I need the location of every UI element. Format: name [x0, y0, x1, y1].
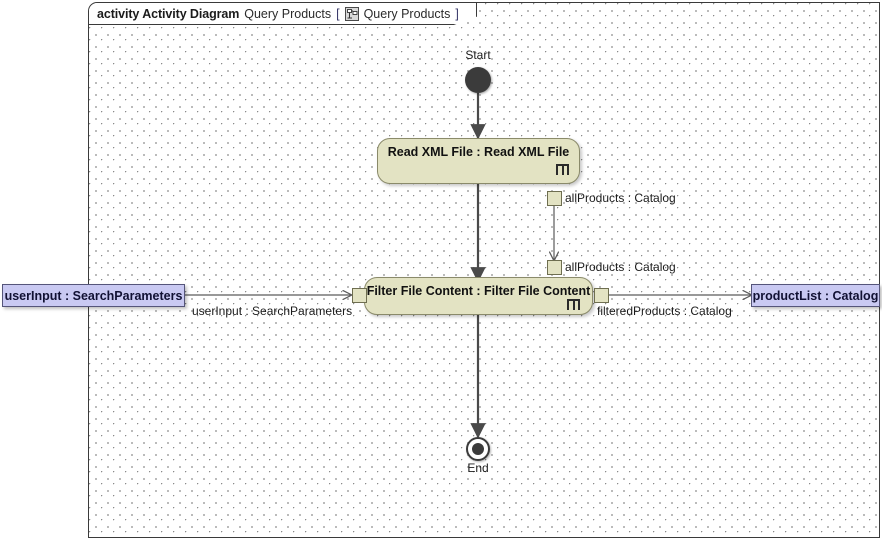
frame-ref-name: Query Products [363, 6, 451, 21]
diagram-frame-header[interactable]: activity Activity Diagram Query Products… [89, 3, 477, 25]
frame-bracket-open: [ [336, 6, 340, 21]
pin-filter-in-all-products-label: allProducts : Catalog [565, 260, 676, 274]
end-node-label: End [467, 461, 489, 475]
initial-node[interactable] [465, 67, 491, 93]
action-read-xml-file[interactable]: Read XML File : Read XML File [377, 138, 580, 184]
frame-name: Query Products [244, 6, 332, 21]
pin-filter-out-filtered-products[interactable] [594, 288, 609, 303]
object-node-user-input-label: userInput : SearchParameters [4, 288, 183, 303]
object-node-user-input[interactable]: userInput : SearchParameters [2, 284, 185, 307]
rake-icon [556, 164, 569, 175]
edge-label-filtered-products: filteredProducts : Catalog [597, 304, 732, 318]
object-node-product-list-label: productList : Catalog [752, 288, 879, 303]
pin-filter-in-all-products[interactable] [547, 260, 562, 275]
pin-read-xml-out[interactable] [547, 191, 562, 206]
action-filter-file-content[interactable]: Filter File Content : Filter File Conten… [364, 277, 593, 315]
start-node-label: Start [465, 48, 491, 62]
activity-final-node[interactable] [466, 437, 490, 461]
frame-bracket-close: ] [455, 6, 459, 21]
frame-keyword: activity Activity Diagram [97, 6, 240, 21]
edge-label-user-input: userInput : SearchParameters [192, 304, 353, 318]
action-read-xml-file-label: Read XML File : Read XML File [387, 145, 570, 159]
pin-filter-in-user-input[interactable] [352, 288, 367, 303]
rake-icon [567, 299, 580, 310]
action-filter-file-content-label: Filter File Content : Filter File Conten… [366, 284, 591, 298]
activity-diagram-icon [344, 6, 359, 21]
object-node-product-list[interactable]: productList : Catalog [751, 284, 880, 307]
pin-read-xml-out-label: allProducts : Catalog [565, 191, 676, 205]
